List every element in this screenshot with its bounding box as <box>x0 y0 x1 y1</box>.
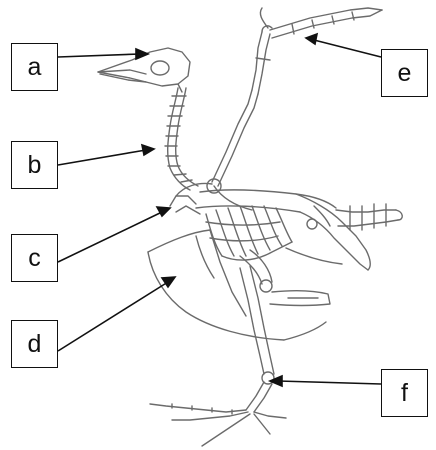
arrow-d-line <box>58 282 168 351</box>
sternum-keel <box>148 230 326 340</box>
arrow-c-line <box>58 212 162 262</box>
label-box-c: c <box>11 234 58 282</box>
wing-bones <box>207 8 382 210</box>
pubis <box>270 291 330 306</box>
arrow-d-head <box>162 277 175 287</box>
label-box-a: a <box>11 43 58 91</box>
neck-vertebrae <box>165 88 198 190</box>
feet <box>150 404 286 446</box>
pointer-arrows <box>58 34 381 386</box>
arrow-e-line <box>314 40 381 57</box>
arrow-b-line <box>58 150 146 165</box>
pelvis <box>286 194 370 270</box>
label-a-text: a <box>28 53 42 82</box>
tibiotarsus <box>240 266 274 384</box>
shoulder-girdle <box>170 184 212 215</box>
label-box-f: f <box>381 369 428 417</box>
ribcage <box>196 190 336 260</box>
label-box-b: b <box>11 141 58 189</box>
tarsometatarsus <box>246 382 272 412</box>
label-e-text: e <box>398 59 412 88</box>
arrow-c-head <box>157 207 170 216</box>
label-d-text: d <box>28 330 42 359</box>
tail-bones <box>336 204 402 230</box>
label-f-text: f <box>401 379 408 408</box>
label-b-text: b <box>28 151 42 180</box>
arrow-f-line <box>278 381 381 384</box>
arrow-a-head <box>136 49 148 59</box>
arrow-e-head <box>306 34 317 44</box>
arrow-a-line <box>58 54 140 57</box>
label-box-d: d <box>11 320 58 368</box>
bird-skeleton <box>98 8 402 446</box>
label-c-text: c <box>28 244 41 273</box>
arrow-b-head <box>142 145 154 155</box>
label-box-e: e <box>381 49 428 97</box>
